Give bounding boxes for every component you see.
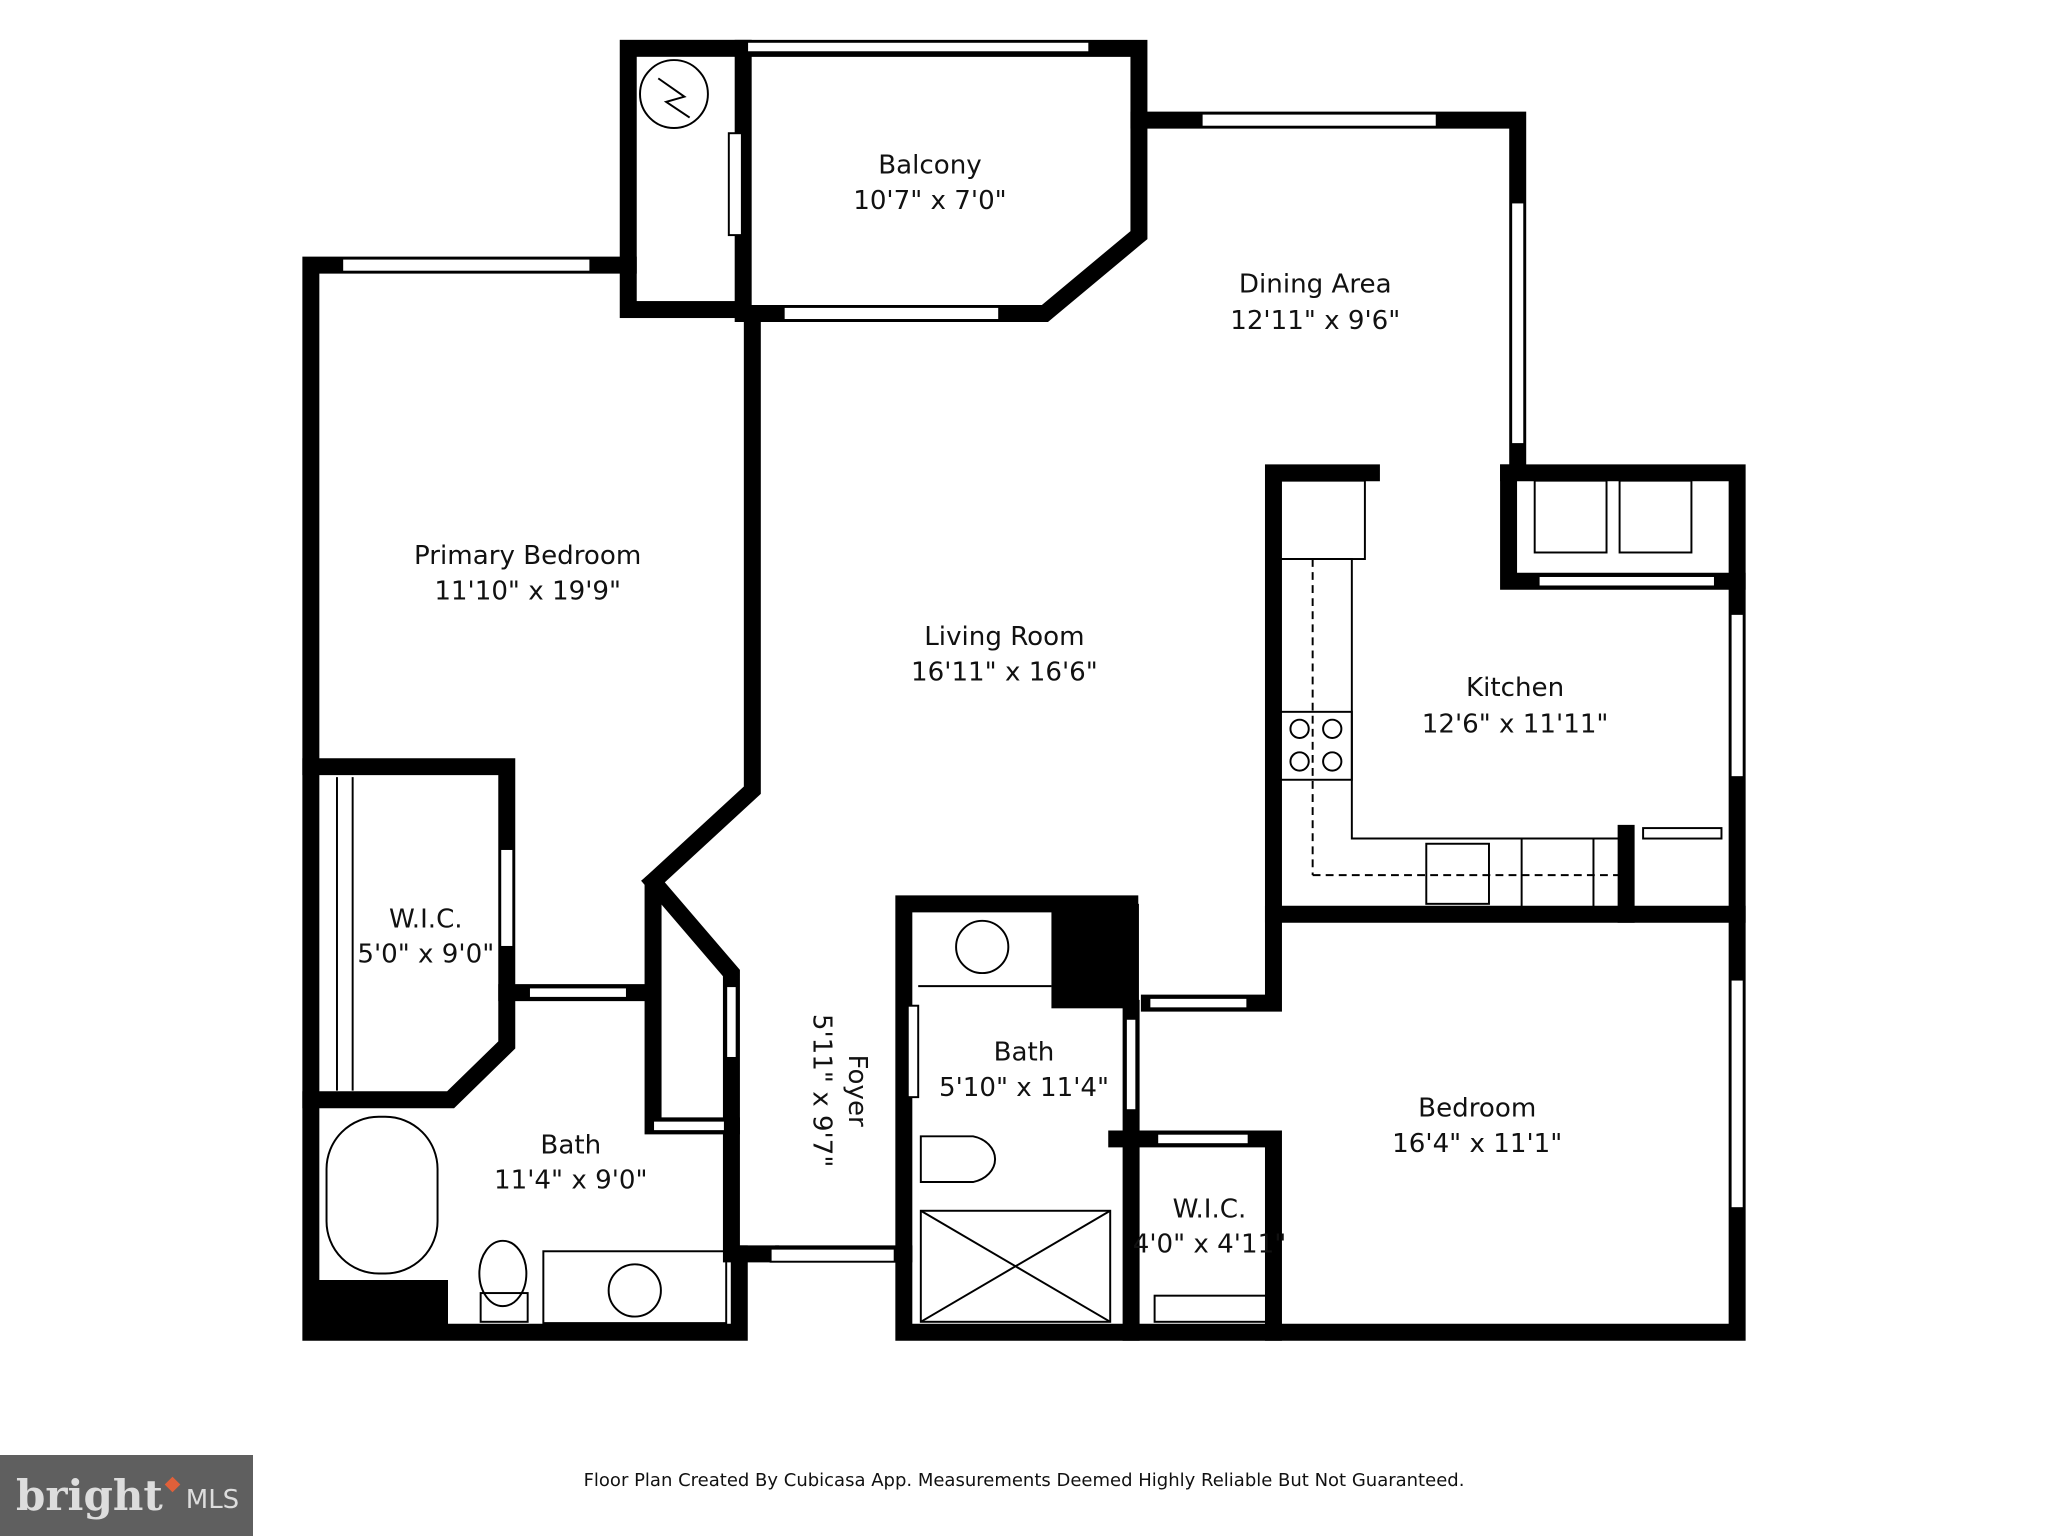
logo-brand: bright	[16, 1470, 163, 1520]
bedroom-size: 16'4" x 11'1"	[1392, 1129, 1562, 1159]
windows	[341, 40, 1745, 1263]
foyer-name: Foyer	[842, 1054, 872, 1127]
kitchen-size: 12'6" x 11'11"	[1422, 710, 1609, 740]
wic1-size: 5'0" x 9'0"	[357, 940, 494, 970]
room-labels: Balcony 10'7" x 7'0" Dining Area 12'11" …	[357, 151, 1608, 1260]
disclaimer: Floor Plan Created By Cubicasa App. Meas…	[583, 1470, 1465, 1491]
bright-mls-logo: bright MLS	[0, 1455, 254, 1536]
bath2-name: Bath	[994, 1038, 1055, 1068]
wic1-name: W.I.C.	[389, 904, 463, 934]
kitchen-name: Kitchen	[1466, 673, 1564, 703]
living-name: Living Room	[924, 622, 1084, 652]
balcony-name: Balcony	[878, 151, 982, 181]
wic2-size: 4'0" x 4'11"	[1133, 1230, 1286, 1260]
bath2-size: 5'10" x 11'4"	[939, 1073, 1109, 1103]
primary-bedroom-name: Primary Bedroom	[414, 541, 641, 571]
bath1-size: 11'4" x 9'0"	[494, 1166, 647, 1196]
foyer-size: 5'11" x 9'7"	[807, 1014, 837, 1167]
primary-bedroom-size: 11'10" x 19'9"	[434, 577, 621, 607]
living-size: 16'11" x 16'6"	[911, 657, 1098, 687]
dining-name: Dining Area	[1239, 270, 1392, 300]
logo-suffix: MLS	[185, 1484, 240, 1515]
bedroom-name: Bedroom	[1418, 1094, 1536, 1124]
dining-size: 12'11" x 9'6"	[1230, 306, 1400, 336]
wic2-name: W.I.C.	[1173, 1194, 1247, 1224]
bath1-name: Bath	[540, 1130, 601, 1160]
fixtures	[325, 479, 1693, 1325]
balcony-size: 10'7" x 7'0"	[853, 186, 1006, 216]
